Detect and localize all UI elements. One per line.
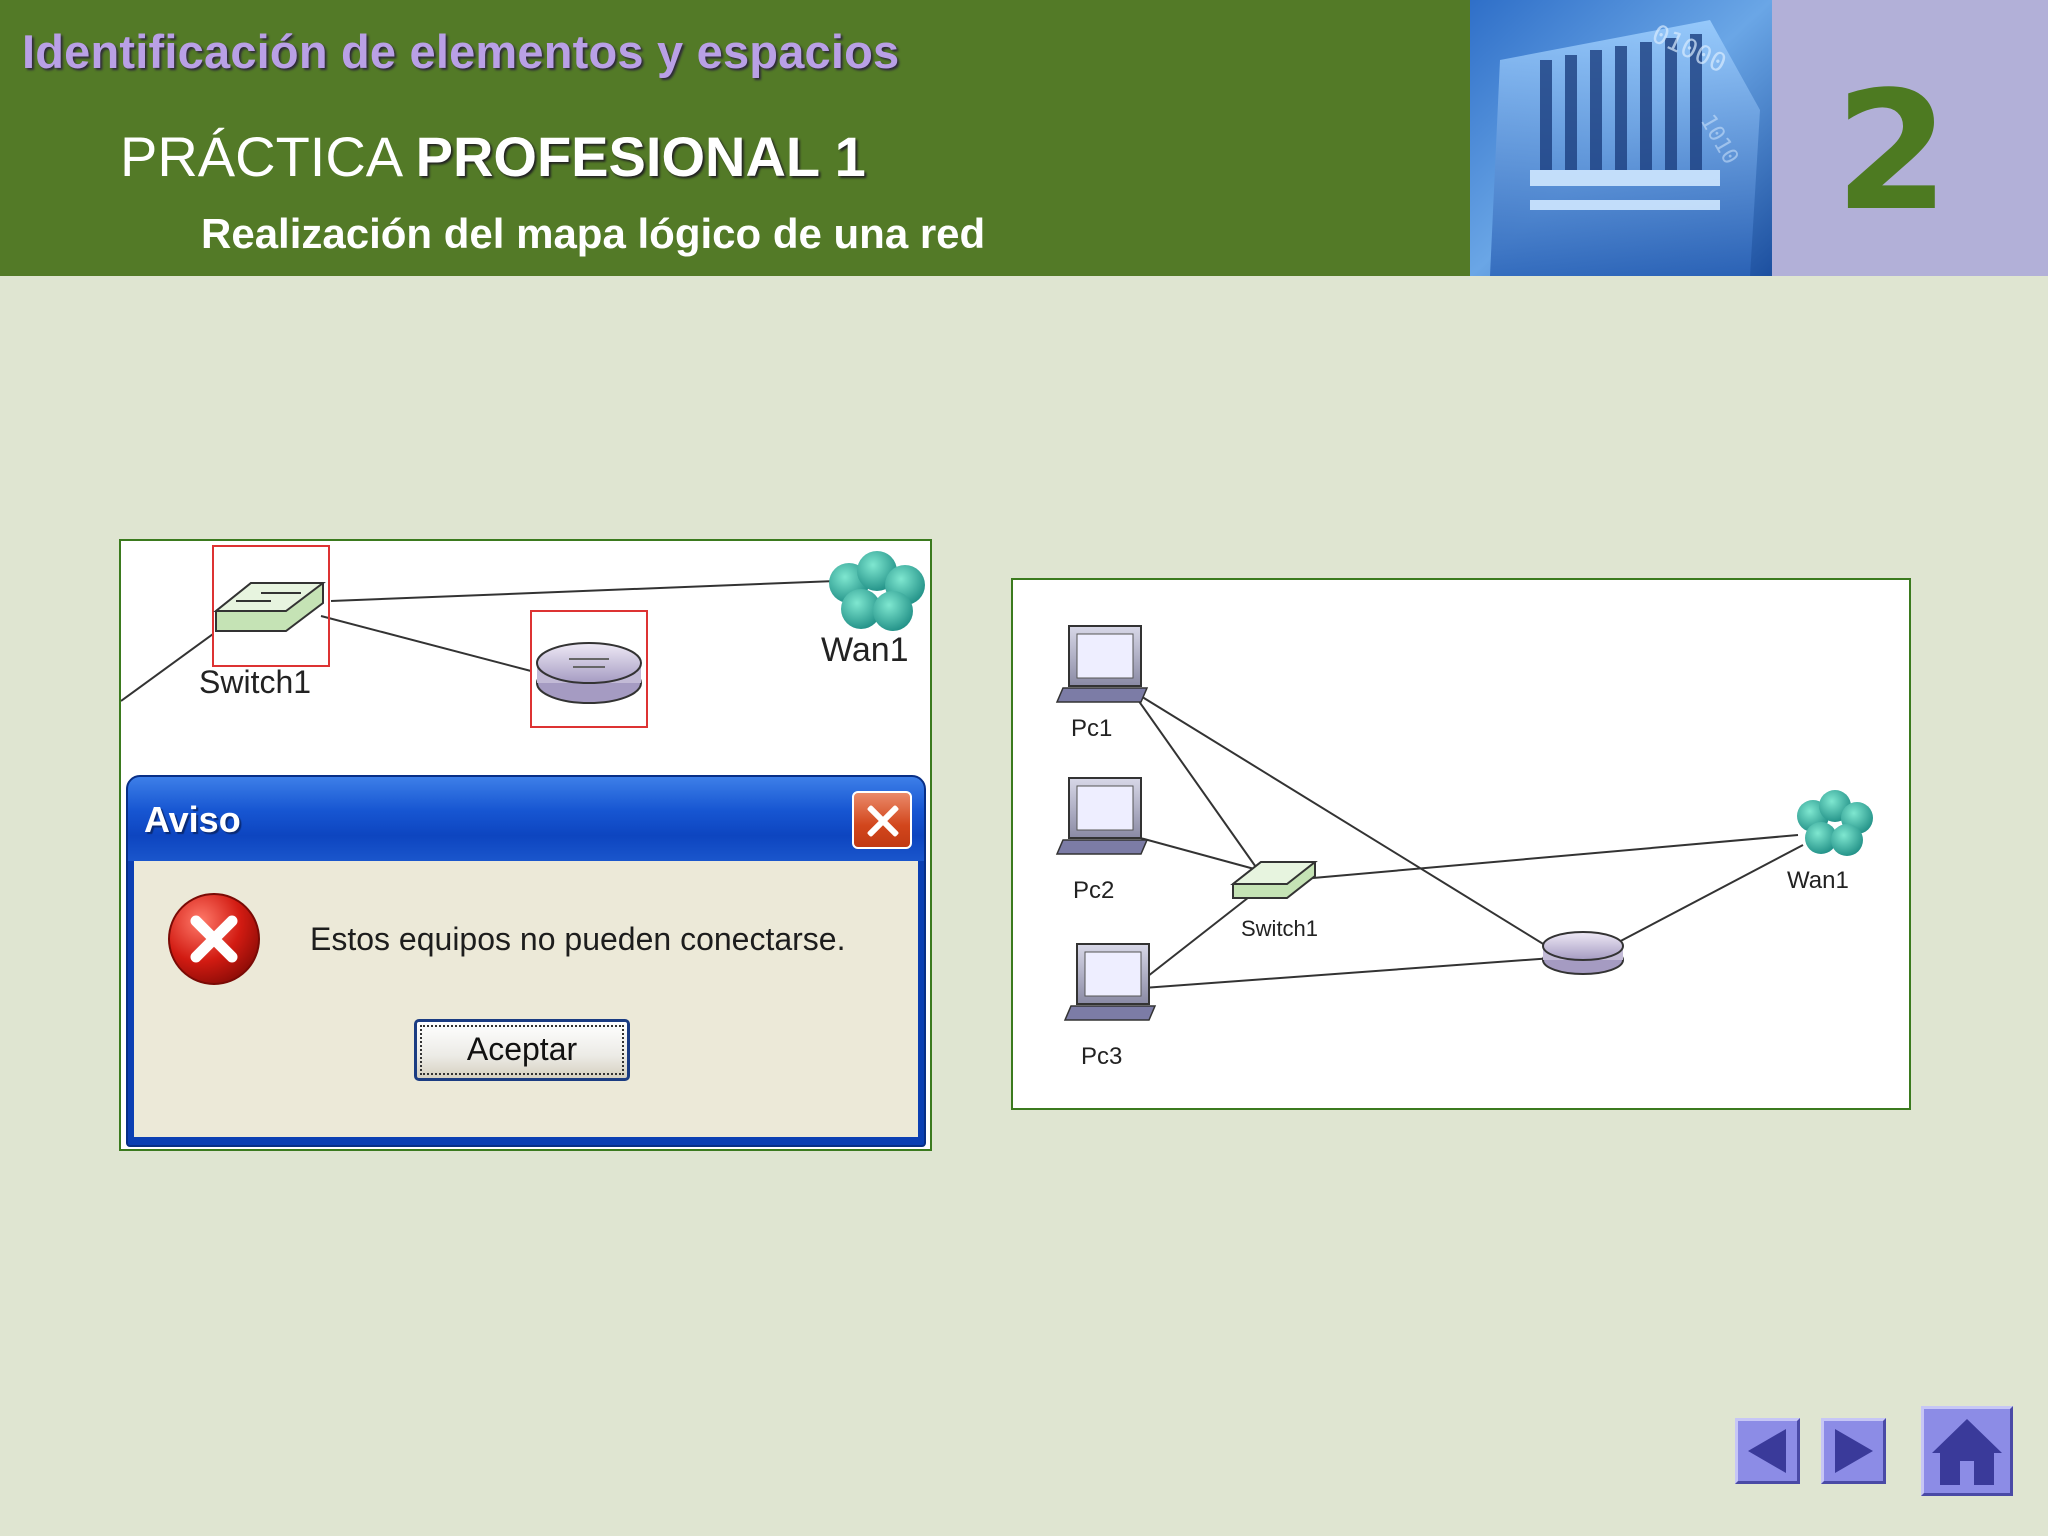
unit-panel: 2 xyxy=(1772,0,2048,276)
wan-label: Wan1 xyxy=(1787,867,1849,894)
dialog-title: Aviso xyxy=(144,799,241,840)
switch-icon xyxy=(1230,861,1318,899)
link-line xyxy=(121,633,214,702)
cloud-icon xyxy=(1797,790,1873,856)
error-icon xyxy=(168,893,260,985)
practice-title-prefix: PRÁCTICA xyxy=(120,125,416,188)
switch-label: Switch1 xyxy=(199,664,311,700)
warning-dialog: Aviso Estos equipos no pueden conectarse… xyxy=(126,775,926,1147)
computer-icon xyxy=(1063,943,1157,1021)
network-logical-map-figure: Pc1 Pc2 Pc3 Switch1 xyxy=(1011,578,1911,1110)
computer-icon xyxy=(1055,777,1149,855)
network-connector-image: 01000 1010 xyxy=(1470,0,1772,276)
practice-title: PRÁCTICA PROFESIONAL 1 xyxy=(120,124,866,189)
home-icon xyxy=(1932,1419,2002,1485)
wan-label: Wan1 xyxy=(821,631,909,669)
cloud-icon xyxy=(829,551,925,631)
arrow-right-icon xyxy=(1835,1429,1873,1473)
link-line xyxy=(320,615,532,672)
arrow-left-icon xyxy=(1748,1429,1786,1473)
unit-number: 2 xyxy=(1834,56,1950,247)
practice-title-bold: PROFESIONAL 1 xyxy=(415,125,866,188)
previous-slide-button[interactable] xyxy=(1735,1418,1800,1484)
selection-box xyxy=(530,610,648,728)
selection-box xyxy=(212,545,330,667)
dialog-titlebar: Aviso xyxy=(128,777,924,861)
router-icon xyxy=(1542,931,1624,975)
error-screenshot-figure: Switch1 Wan1 Aviso xyxy=(119,539,932,1151)
router-icon xyxy=(536,642,642,704)
pc1-label: Pc1 xyxy=(1071,715,1112,742)
section-title: Identificación de elementos y espacios xyxy=(22,25,900,78)
close-icon[interactable] xyxy=(852,791,912,849)
dialog-body: Estos equipos no pueden conectarse. Acep… xyxy=(134,861,918,1137)
link-lines xyxy=(1130,689,1804,989)
computer-icon xyxy=(1055,625,1149,703)
network-fragment-diagram: Switch1 Wan1 xyxy=(121,545,925,728)
home-button[interactable] xyxy=(1921,1406,2013,1496)
slide-header: Identificación de elementos y espacios P… xyxy=(0,0,2048,276)
next-slide-button[interactable] xyxy=(1821,1418,1886,1484)
pc3-label: Pc3 xyxy=(1081,1043,1122,1070)
pc2-label: Pc2 xyxy=(1073,877,1114,904)
accept-button[interactable]: Aceptar xyxy=(414,1019,630,1081)
link-line xyxy=(330,580,837,602)
practice-subtitle: Realización del mapa lógico de una red xyxy=(201,210,986,257)
switch-label: Switch1 xyxy=(1241,916,1318,941)
network-logical-map-diagram: Pc1 Pc2 Pc3 Switch1 xyxy=(1055,625,1873,1070)
switch-icon xyxy=(213,582,326,632)
dialog-message: Estos equipos no pueden conectarse. xyxy=(310,921,846,957)
